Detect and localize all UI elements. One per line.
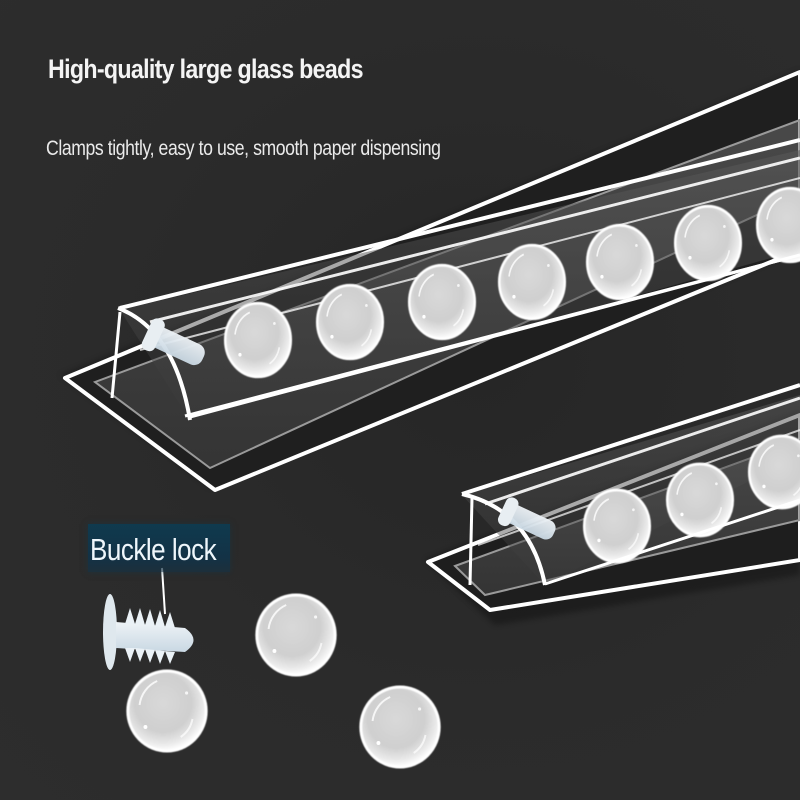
loose-beads [128,595,439,767]
subline: Clamps tightly, easy to use, smooth pape… [46,137,441,160]
headline: High-quality large glass beads [48,54,364,84]
loose-buckle-lock [103,567,194,670]
buckle-lock-callout [88,524,230,572]
large-acrylic-rail [60,70,800,492]
buckle-lock-label: Buckle lock [90,532,217,567]
small-rail-buckle-lock [497,497,556,540]
small-acrylic-rail [425,383,800,625]
rail-buckle-lock [141,318,205,366]
